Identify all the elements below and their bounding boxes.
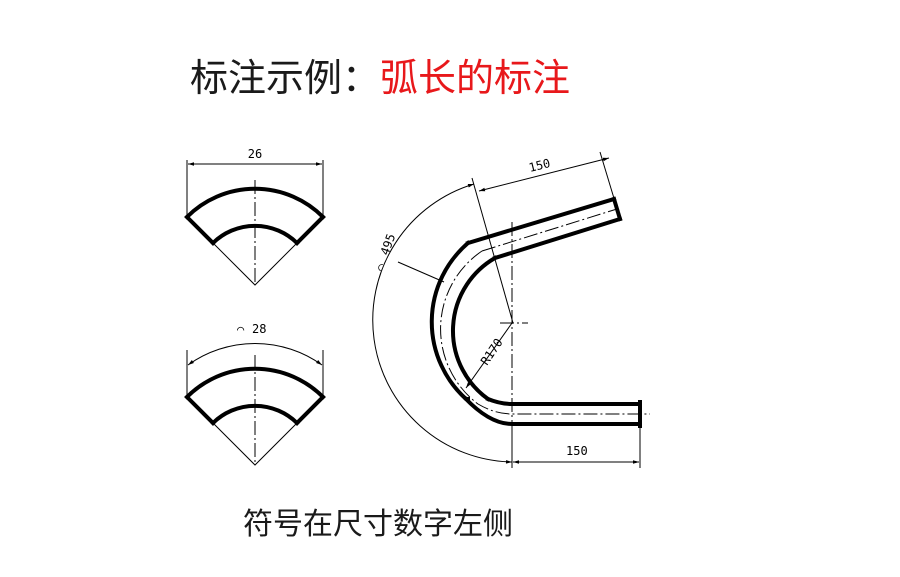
arc-length-value: 495 <box>378 232 399 257</box>
right-edge <box>294 394 326 426</box>
dimension-value: 28 <box>252 322 266 336</box>
arc-symbol: ⌒ <box>373 261 389 273</box>
left-edge <box>184 394 216 426</box>
figure-arc-length: ⌒ 28 <box>184 322 326 466</box>
arc-symbol: ⌒ <box>237 322 244 336</box>
tube-centerline-top <box>481 208 618 252</box>
arc-dimension-line <box>372 183 513 464</box>
caption: 符号在尺寸数字左侧 <box>243 507 513 542</box>
tube-outer-bend-upper <box>429 240 471 401</box>
title-accent: 弧长的标注 <box>380 56 571 100</box>
radius-label: R170 <box>478 336 506 368</box>
tube-centerline-bend <box>440 250 650 415</box>
tube-inner-top <box>492 216 623 261</box>
title-lead: 标注示例： <box>190 56 381 100</box>
arc-leader <box>397 261 445 283</box>
tube-inner-bottom <box>485 396 642 406</box>
top-length-value: 150 <box>527 156 551 175</box>
figure-bent-tube: R170 150 150 ⌒ 495 <box>372 151 650 468</box>
bottom-length-value: 150 <box>566 444 588 458</box>
tube-inner-bend <box>451 255 498 402</box>
arc-dimension-line <box>187 343 323 366</box>
dimension-value: 26 <box>248 147 262 161</box>
page-title: 标注示例：弧长的标注 <box>190 56 570 100</box>
left-edge <box>184 214 216 246</box>
tube-outer-top <box>465 196 617 246</box>
right-edge <box>294 214 326 246</box>
figure-chord-dimension: 26 <box>184 147 326 286</box>
extension-line-top-a <box>471 177 514 324</box>
